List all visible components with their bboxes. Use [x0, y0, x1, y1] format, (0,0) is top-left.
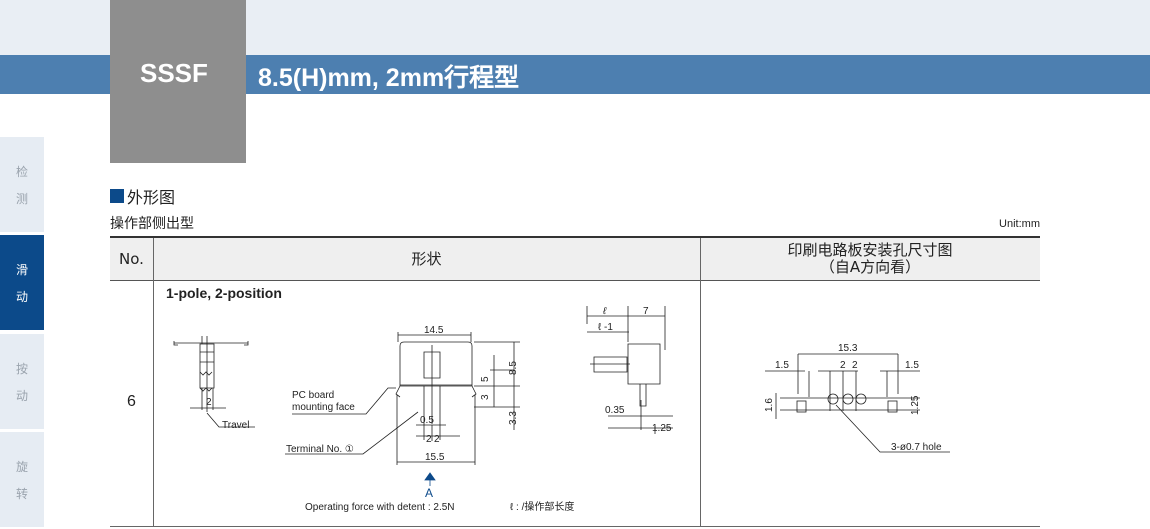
- dim-2b: 2: [434, 434, 440, 445]
- header-no: No.: [119, 249, 144, 268]
- pcb-hole-drawing: 15.3 1.5 2 2 1.5 1.6 1.25 3-ø0.7 hole: [764, 343, 950, 453]
- side-view-drawing: ℓ 7 ℓ -1 0.35 1.25: [586, 306, 673, 434]
- view-a-label: A: [425, 486, 433, 500]
- header-pcb-line2: （自A方向看）: [819, 258, 921, 276]
- page-title: 8.5(H)mm, 2mm行程型: [258, 64, 520, 92]
- dim-1-5-left: 1.5: [775, 360, 789, 371]
- dim-2-right: 2: [852, 360, 858, 371]
- travel-view-drawing: 2 Travel: [173, 336, 255, 431]
- variant-title: 1-pole, 2-position: [166, 285, 282, 301]
- section-title: 外形图: [127, 188, 176, 207]
- sidebar-item-rotary[interactable]: 旋转: [0, 432, 44, 527]
- arrow-up-icon: [424, 472, 436, 486]
- section-heading: 外形图: [110, 184, 175, 208]
- series-code: SSSF: [140, 58, 208, 88]
- dim-0-5: 0.5: [420, 415, 434, 426]
- column-divider: [700, 238, 701, 527]
- table-bottom-border: [110, 526, 1040, 527]
- tab-label: 动: [15, 388, 28, 403]
- pc-board-label: PC board: [292, 390, 334, 401]
- mounting-face-label: mounting face: [292, 402, 355, 413]
- operating-force-note: Operating force with detent : 2.5N: [305, 502, 455, 513]
- dim-15-5: 15.5: [425, 452, 445, 463]
- dim-3: 3: [480, 394, 491, 400]
- dim-0-35: 0.35: [605, 405, 625, 416]
- series-code-box: [110, 0, 246, 163]
- dim-l: ℓ: [602, 306, 607, 317]
- tab-label: 测: [15, 191, 28, 206]
- tab-label: 转: [15, 486, 28, 501]
- tab-label: 旋: [15, 459, 28, 474]
- sidebar-item-push[interactable]: 按动: [0, 334, 44, 429]
- dim-2a: 2: [426, 434, 432, 445]
- header-pcb-line1: 印刷电路板安装孔尺寸图: [787, 241, 953, 259]
- unit-label: Unit:mm: [999, 218, 1040, 230]
- column-divider: [153, 238, 154, 527]
- terminal-label: Terminal No. ①: [286, 444, 354, 455]
- dim-7: 7: [643, 306, 649, 317]
- row-number: 6: [127, 393, 136, 410]
- header-pcb: 印刷电路板安装孔尺寸图（自A方向看）: [700, 238, 1040, 280]
- dim-14-5: 14.5: [424, 325, 444, 336]
- dim-l-minus-1: ℓ -1: [598, 322, 613, 333]
- dim-1-25: 1.25: [910, 395, 921, 415]
- square-bullet-icon: [110, 189, 124, 203]
- hole-label: 3-ø0.7 hole: [891, 442, 942, 453]
- dim-5: 5: [480, 376, 491, 382]
- header-shape: 形状: [411, 249, 442, 268]
- dim-1-5-right: 1.5: [905, 360, 919, 371]
- sidebar-item-detect[interactable]: 检测: [0, 137, 44, 232]
- length-note: ℓ : /操作部长度: [510, 500, 574, 513]
- tab-label: 动: [15, 289, 28, 304]
- dim-8-5: 8.5: [508, 361, 519, 375]
- tab-label: 按: [15, 361, 28, 376]
- tab-label: 滑: [15, 262, 28, 277]
- sidebar-item-slide[interactable]: 滑动: [0, 235, 44, 330]
- travel-dim: 2: [206, 397, 212, 408]
- table-header: No. 形状 印刷电路板安装孔尺寸图（自A方向看）: [110, 236, 1040, 281]
- front-view-drawing: 14.5 8.5 5 3 3.3 PC board mounting face …: [285, 325, 574, 513]
- tab-label: 检: [15, 164, 28, 179]
- dim-15-3: 15.3: [838, 343, 858, 354]
- dim-1-25: 1.25: [652, 423, 672, 434]
- dim-2-left: 2: [840, 360, 846, 371]
- travel-label: Travel: [222, 420, 249, 431]
- section-subtitle: 操作部侧出型: [110, 216, 194, 232]
- dim-1-6: 1.6: [764, 398, 775, 412]
- dim-3-3: 3.3: [508, 411, 519, 425]
